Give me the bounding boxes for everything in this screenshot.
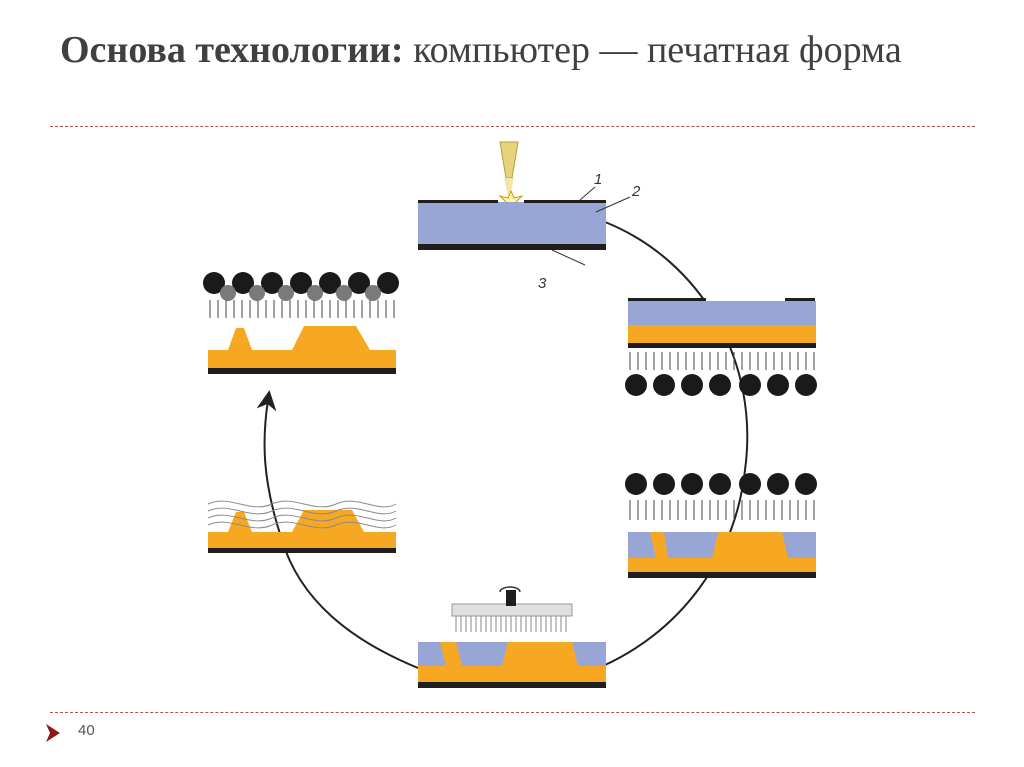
- stage-post-exposure: [203, 272, 399, 374]
- slide-title: Основа технологии: компьютер — печатная …: [60, 26, 960, 74]
- brush-shaft: [506, 590, 516, 606]
- stage-drying: [207, 500, 397, 553]
- slide-title-bold: Основа технологии:: [60, 29, 404, 71]
- rotate-icon: [499, 586, 521, 593]
- slide-title-rest: компьютер — печатная форма: [403, 29, 902, 71]
- label-3: 3: [538, 275, 547, 292]
- label-2: 2: [631, 183, 641, 200]
- laser-beam: [499, 141, 519, 179]
- slide-marker-arrow-icon: [46, 724, 60, 742]
- label-1: 1: [594, 171, 602, 188]
- slide-number: 40: [78, 722, 95, 739]
- stage-laser-exposure: 1 2 3: [418, 141, 641, 292]
- stage-main-exposure: [625, 473, 817, 578]
- stage-washout: [418, 586, 606, 688]
- plate-blue-layer: [418, 202, 606, 246]
- mask-right: [524, 200, 606, 203]
- mask-left: [418, 200, 498, 203]
- bottom-divider: [50, 712, 975, 713]
- stage-back-exposure: [625, 298, 817, 396]
- top-divider: [50, 126, 975, 127]
- laser-beam-glow: [504, 178, 514, 196]
- plate-base: [418, 244, 606, 250]
